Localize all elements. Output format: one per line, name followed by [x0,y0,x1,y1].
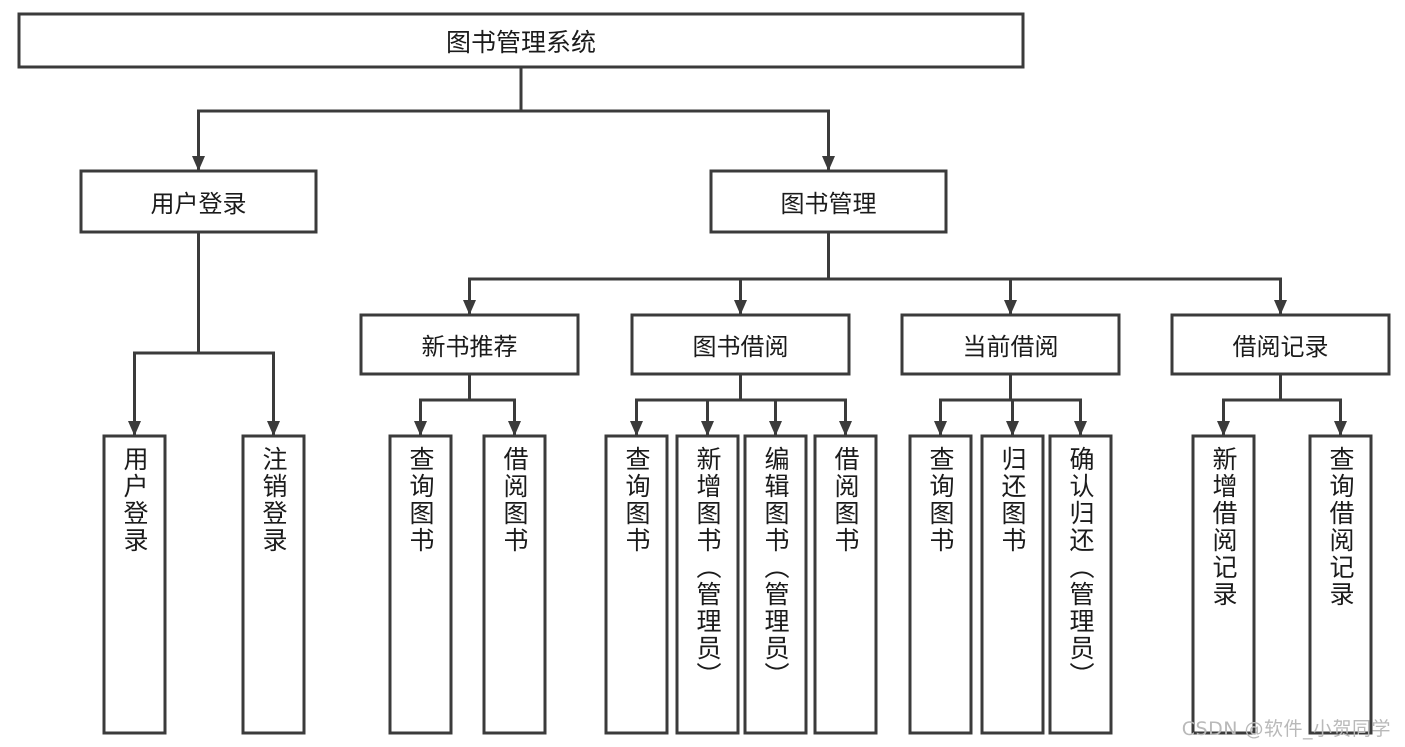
arrow-head-leaf-edit-book [769,421,782,436]
arrow-head-leaf-add-record [1217,421,1230,436]
arrow-head-leaf-borrow-book-2 [839,421,852,436]
arrow-head-current-borrow [1004,300,1017,315]
arrow-head-leaf-return-book [1006,421,1019,436]
node-box-leaf-borrow-book-2[interactable] [813,434,878,735]
arrow-head-borrow-record [1274,300,1287,315]
arrow-head-book-manage [822,156,835,171]
node-box-leaf-add-book[interactable] [675,434,740,735]
arrow-head-book-borrow [734,300,747,315]
node-box-leaf-confirm-return[interactable] [1048,434,1113,735]
watermark: CSDN @软件_小贺同学 [1181,718,1391,740]
node-box-leaf-query-book-1[interactable] [388,434,453,735]
arrow-head-leaf-logout [267,421,280,436]
node-box-user-login[interactable] [79,169,318,234]
node-box-leaf-query-book-3[interactable] [908,434,973,735]
node-box-leaf-query-record[interactable] [1308,434,1373,735]
node-box-leaf-add-record[interactable] [1191,434,1256,735]
arrow-head-leaf-borrow-book-1 [508,421,521,436]
node-box-leaf-logout[interactable] [241,434,306,735]
arrow-head-user-login [192,156,205,171]
node-box-leaf-query-book-2[interactable] [604,434,669,735]
node-box-book-borrow[interactable] [630,313,851,376]
arrow-head-leaf-query-book-2 [630,421,643,436]
node-box-borrow-record[interactable] [1170,313,1391,376]
node-box-leaf-return-book[interactable] [980,434,1045,735]
arrow-head-leaf-user-login [128,421,141,436]
arrow-head-leaf-query-record [1334,421,1347,436]
node-box-leaf-edit-book[interactable] [743,434,808,735]
node-box-root[interactable] [17,12,1025,69]
arrow-head-new-book-rec [463,300,476,315]
node-box-new-book-rec[interactable] [359,313,580,376]
arrow-head-leaf-query-book-1 [414,421,427,436]
node-box-leaf-user-login[interactable] [102,434,167,735]
arrow-head-leaf-query-book-3 [934,421,947,436]
node-box-layer [17,12,1391,735]
node-box-current-borrow[interactable] [900,313,1121,376]
arrow-head-leaf-confirm-return [1074,421,1087,436]
node-box-book-manage[interactable] [709,169,948,234]
arrow-head-leaf-add-book [701,421,714,436]
connector-layer [128,65,1347,437]
node-box-leaf-borrow-book-1[interactable] [482,434,547,735]
